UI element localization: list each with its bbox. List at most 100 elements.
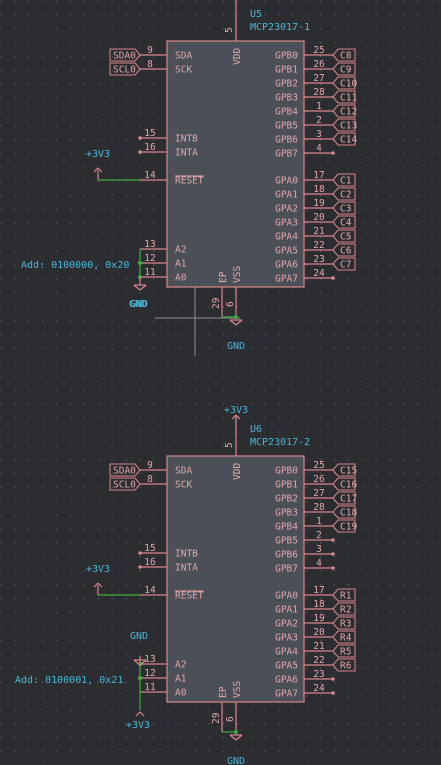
gnd-symbol [139,284,147,291]
vss-pin-name: VSS [232,266,243,283]
gnd-symbol [139,659,147,666]
reset-pin-number: 14 [144,585,156,596]
gpio-pin-name: GPA5 [275,246,298,257]
gnd-symbol [133,659,141,666]
vss-pin-number: 6 [225,716,236,722]
gnd-label: GND [129,299,147,310]
reset-pin-name: RESET [175,591,204,602]
net-label-gpio: C5 [340,232,351,243]
junction-dot [138,261,142,265]
gnd-label: GND [130,299,148,310]
gpio-pin-name: GPA4 [275,232,298,243]
gpio-pin-name: GPB0 [275,51,298,62]
gpio-pin-number: 20 [313,212,325,223]
net-label-sda0-flag [109,48,141,62]
power-label-3v3: +3V3 [86,149,110,160]
net-label-gpio-flag [332,132,356,146]
sck-pin-number: 8 [147,474,153,485]
intb-pin-name: INTB [175,134,198,145]
gpio-pin-name: GPA0 [275,176,298,187]
inta-pin-name: INTA [175,148,198,159]
a1-pin-name: A1 [175,259,187,270]
net-label-gpio-flag [332,104,356,118]
gpio-pin-name: GPA7 [275,689,298,700]
sda-pin-number: 9 [147,45,153,56]
gpio-pin-number: 23 [313,254,324,265]
net-label-gpio: C12 [340,107,357,118]
gpio-pin-name: GPB7 [275,564,298,575]
no-connect-dot [138,551,142,555]
gpio-pin-name: GPB5 [275,121,298,132]
net-label-gpio: C6 [340,246,352,257]
gpio-pin-name: GPA3 [275,633,298,644]
a0-pin-number: 11 [144,682,156,693]
no-connect-dot [331,691,335,695]
net-label-gpio-flag [332,616,356,630]
net-label-gpio-flag [332,477,356,491]
no-connect-dot [331,151,335,155]
a2-pin-name: A2 [175,245,186,256]
sck-pin-name: SCK [175,480,192,491]
gnd-label: GND [227,756,245,765]
no-connect-dot [138,150,142,154]
net-label-gpio: C4 [340,218,352,229]
gpio-pin-name: GPB2 [275,79,298,90]
gpio-pin-name: GPA4 [275,647,298,658]
net-label-gpio-flag [332,62,356,76]
gpio-pin-number: 23 [313,669,324,680]
gpio-pin-number: 4 [316,143,322,154]
net-label-sda0: SDA0 [113,466,136,477]
net-label-gpio-flag [332,90,356,104]
net-label-gpio: R1 [340,591,352,602]
vdd-pin-number: 5 [224,27,235,33]
net-label-gpio: C8 [340,51,352,62]
gpio-pin-number: 26 [313,474,325,485]
gpio-pin-number: 1 [316,516,322,527]
net-label-gpio-flag [332,519,356,533]
sda-pin-number: 9 [147,460,153,471]
vdd-pin-name: VDD [232,48,243,65]
intb-pin-name: INTB [175,549,198,560]
a1-pin-name: A1 [175,674,187,685]
gpio-pin-number: 22 [313,655,324,666]
gpio-pin-name: GPA6 [275,260,298,271]
chip-body [166,455,305,703]
gpio-pin-number: 19 [313,613,325,624]
gpio-pin-number: 27 [313,73,324,84]
a0-pin-name: A0 [175,688,187,699]
gpio-pin-name: GPB4 [275,107,298,118]
reference-designator: U5 [250,9,262,20]
ep-pin-number: 29 [211,712,222,724]
gpio-pin-name: GPB2 [275,494,298,505]
power-arrow [93,167,99,173]
power-arrow [97,582,103,588]
gpio-pin-name: GPB7 [275,149,298,160]
net-label-gpio-flag [332,187,356,201]
net-label-gpio-flag [332,229,356,243]
gpio-pin-name: GPA1 [275,605,298,616]
net-label-gpio-flag [332,257,356,271]
no-connect-dot [331,552,335,556]
gpio-pin-number: 19 [313,198,325,209]
net-label-gpio-flag [332,463,356,477]
intb-pin-number: 15 [144,128,155,139]
gnd-symbol [133,284,141,291]
net-label-gpio-flag [332,505,356,519]
net-label-gpio: C14 [340,135,357,146]
net-label-gpio: C16 [340,480,357,491]
gpio-pin-name: GPB1 [275,65,298,76]
net-label-gpio: C17 [340,494,357,505]
gpio-pin-name: GPA3 [275,218,298,229]
gnd-symbol [229,319,237,326]
gpio-pin-name: GPA7 [275,274,298,285]
inta-pin-number: 16 [144,557,156,568]
net-label-gpio-flag [332,602,356,616]
gpio-pin-number: 17 [313,585,324,596]
gpio-pin-number: 21 [313,641,325,652]
no-connect-dot [331,566,335,570]
net-label-gpio-flag [332,173,356,187]
sck-pin-name: SCK [175,65,192,76]
